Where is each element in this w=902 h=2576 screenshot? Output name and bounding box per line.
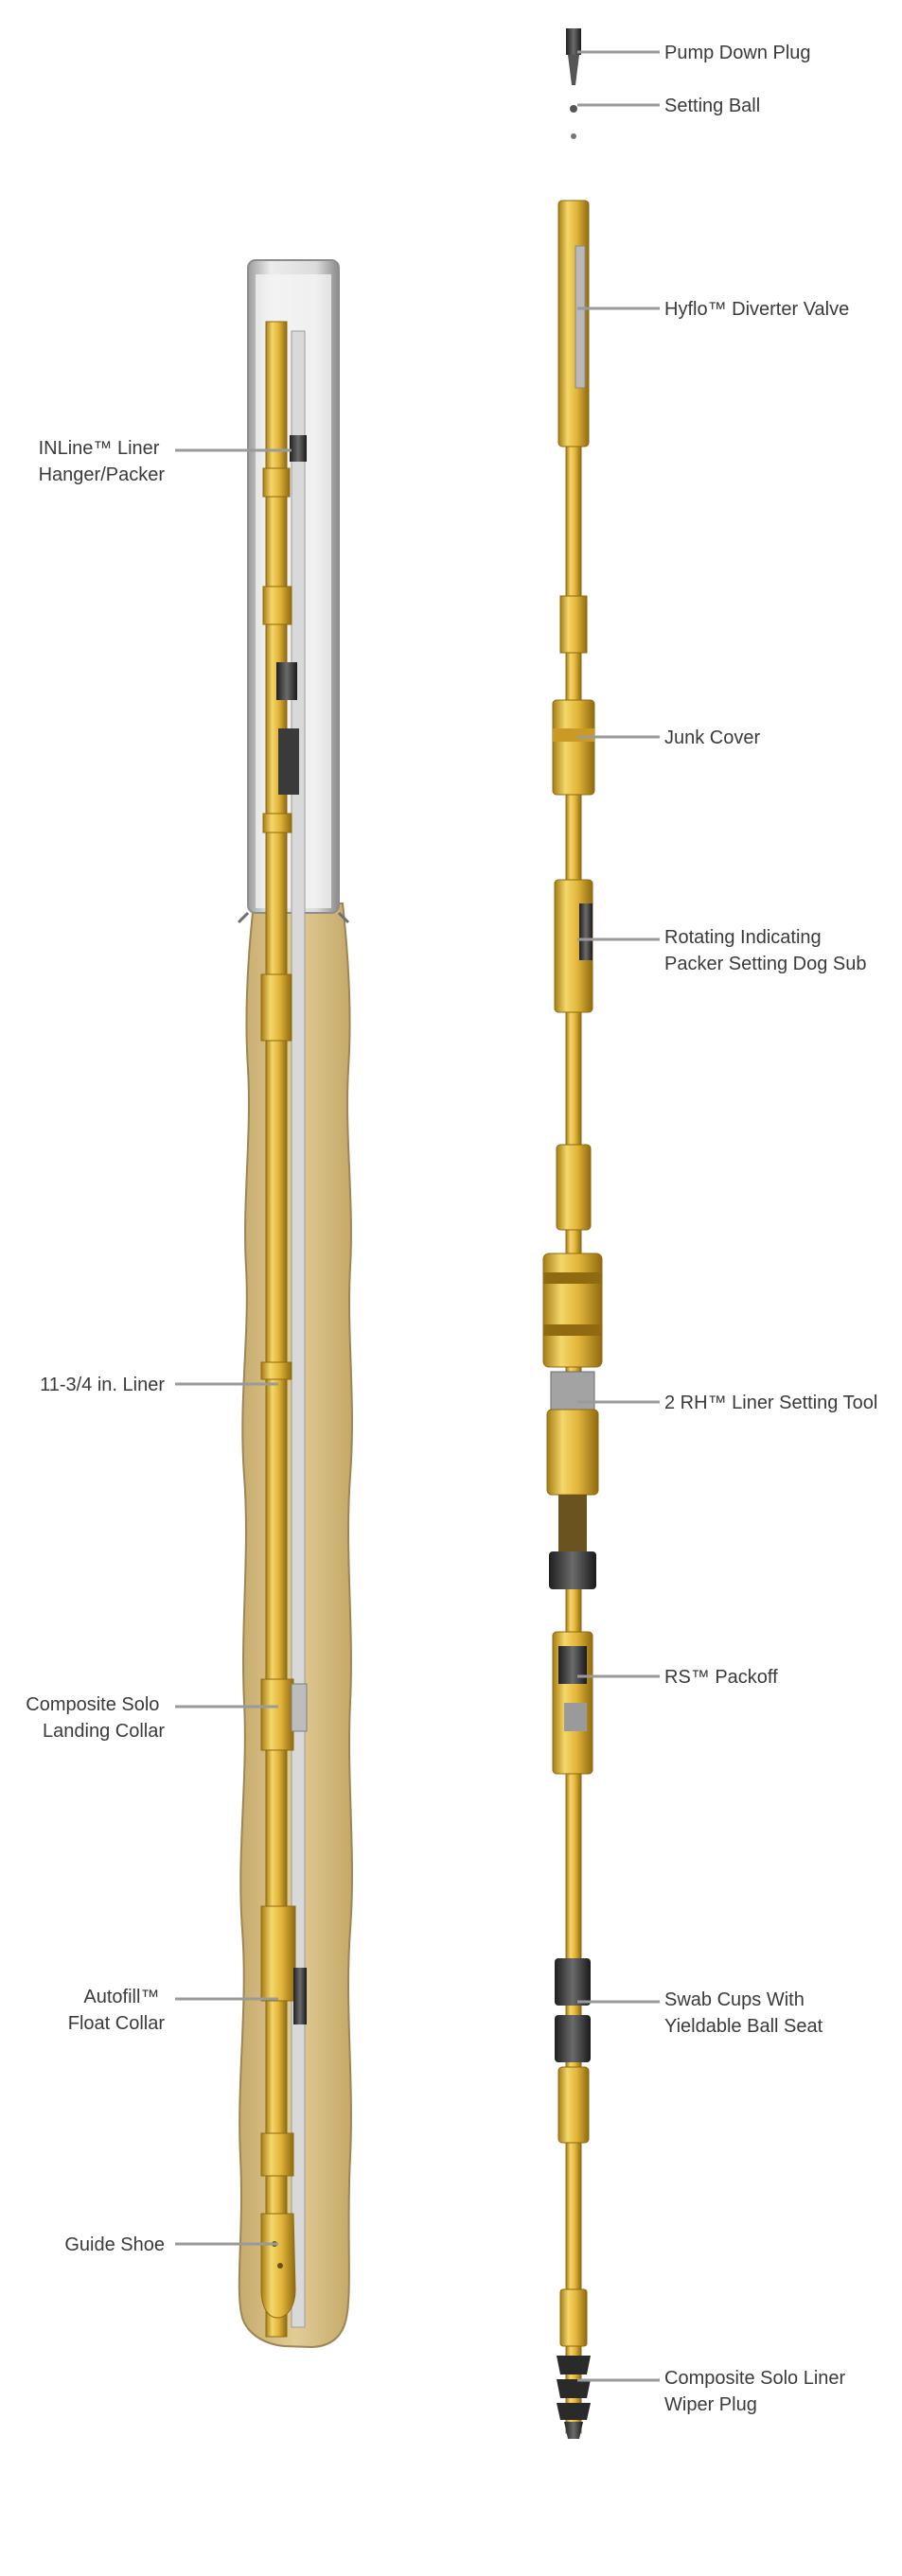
setting-tool-lower xyxy=(546,1409,599,1496)
right-leader-lines xyxy=(577,50,660,2382)
right-labels: Pump Down Plug Setting Ball Hyflo™ Diver… xyxy=(664,43,877,2415)
wiper-plug-nose xyxy=(564,2422,583,2439)
packoff-seal xyxy=(564,1703,587,1731)
packer-element xyxy=(276,662,297,700)
right-running-tool-string xyxy=(542,28,603,2439)
label-swab-cups-yieldable-ball-seat: Swab Cups With Yieldable Ball Seat xyxy=(664,1989,823,2037)
liner-coupling xyxy=(260,973,292,1042)
setting-tool-mandrel xyxy=(558,1495,587,1551)
diverter-valve-ports xyxy=(575,245,586,389)
wiper-plug-sub xyxy=(559,2288,588,2347)
packer-element-lower xyxy=(278,728,299,795)
label-pump-down-plug: Pump Down Plug xyxy=(664,43,811,63)
label-setting-ball: Setting Ball xyxy=(664,96,760,116)
inner-running-string xyxy=(291,330,306,2328)
label-junk-cover: Junk Cover xyxy=(664,727,760,748)
setting-tool-nut xyxy=(549,1551,596,1589)
float-collar-body xyxy=(260,1905,296,2002)
label-composite-solo-landing-collar: Composite Solo Landing Collar xyxy=(26,1694,165,1742)
label-guide-shoe: Guide Shoe xyxy=(64,2234,165,2255)
setting-ball-lower xyxy=(571,133,576,139)
tool-sub xyxy=(559,595,588,654)
landing-collar-body xyxy=(260,1678,294,1751)
left-labels: INLine™ Liner Hanger/Packer 11-3/4 in. L… xyxy=(26,438,165,2255)
setting-tool-band xyxy=(543,1272,602,1284)
landing-collar-baffle xyxy=(291,1683,308,1732)
junk-cover-band xyxy=(553,728,594,742)
setting-tool-band xyxy=(543,1324,602,1336)
label-rh-liner-setting-tool: 2 RH™ Liner Setting Tool xyxy=(664,1393,877,1413)
swab-cup xyxy=(555,1958,591,2006)
pump-down-plug xyxy=(566,28,581,85)
hanger-slip-element xyxy=(290,435,307,462)
label-autofill-float-collar: Autofill™ Float Collar xyxy=(68,1987,166,2034)
label-rotating-indicating-packer-setting-dog-sub: Rotating Indicating Packer Setting Dog S… xyxy=(664,927,866,974)
label-inline-liner-hanger-packer: INLine™ Liner Hanger/Packer xyxy=(39,438,166,485)
left-liner-assembly xyxy=(237,259,353,2349)
dog-sub-dogs xyxy=(579,903,592,960)
setting-tool-spring xyxy=(550,1371,595,1411)
label-hyflo-diverter-valve: Hyflo™ Diverter Valve xyxy=(664,299,849,320)
packer-collar xyxy=(262,813,292,833)
liner-coupling xyxy=(260,1361,292,1380)
guide-shoe-port xyxy=(277,2263,283,2269)
packoff-seal xyxy=(558,1646,587,1684)
tool-sub xyxy=(556,1144,592,1231)
casing-shoe-right xyxy=(337,911,350,924)
label-liner-11-3-4: 11-3/4 in. Liner xyxy=(40,1375,165,1395)
float-collar-valve xyxy=(293,1968,307,2024)
liner-coupling xyxy=(260,2132,294,2177)
ball-seat-sub xyxy=(557,2066,590,2144)
label-rs-packoff: RS™ Packoff xyxy=(664,1667,778,1688)
setting-tool-upper xyxy=(542,1253,603,1368)
junk-cover-body xyxy=(552,699,595,796)
left-leader-lines xyxy=(175,448,292,2246)
wiper-plug-fins xyxy=(557,2356,591,2420)
packer-body xyxy=(262,586,292,625)
swab-cup xyxy=(555,2015,591,2062)
label-composite-solo-liner-wiper-plug: Composite Solo Liner Wiper Plug xyxy=(664,2368,851,2415)
hanger-cone xyxy=(262,467,291,498)
setting-ball xyxy=(570,105,577,113)
casing-shoe-left xyxy=(237,911,250,924)
